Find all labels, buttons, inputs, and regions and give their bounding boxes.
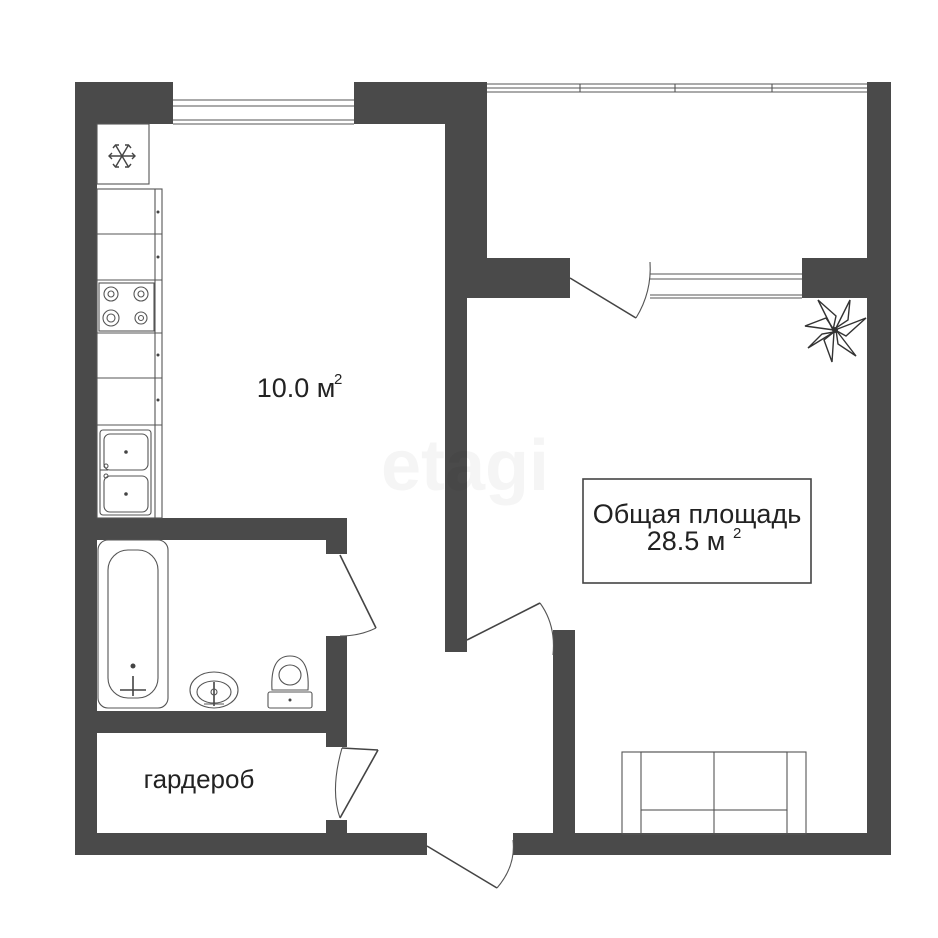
balcony-window <box>487 82 867 96</box>
bathroom-door <box>339 554 377 637</box>
kitchen-counter <box>96 188 163 519</box>
fridge-icon <box>96 123 150 185</box>
kitchen-window <box>173 82 354 125</box>
balcony-door <box>569 261 651 319</box>
kitchen-area-value: 10.0 м <box>257 373 336 403</box>
living-door <box>466 602 555 656</box>
walls <box>75 82 891 855</box>
sofa-icon <box>621 751 807 835</box>
wardrobe-room <box>97 733 326 833</box>
stove-icon <box>98 282 155 332</box>
wardrobe-label: гардероб <box>144 764 255 794</box>
entrance-door <box>426 839 514 889</box>
plant-icon <box>804 299 867 363</box>
kitchen-area-sup: 2 <box>334 371 342 388</box>
total-area-label: Общая площадь <box>593 499 802 529</box>
total-area-value: 28.5 м <box>647 526 726 556</box>
wardrobe-door <box>334 747 379 819</box>
total-area-box: Общая площадь 28.5 м 2 <box>582 478 812 584</box>
bathtub-icon <box>97 539 169 709</box>
total-area-sup: 2 <box>733 525 741 542</box>
watermark: etagi <box>381 426 549 506</box>
living-window <box>650 258 802 299</box>
toilet-icon <box>267 655 313 709</box>
sink-icon <box>99 429 152 516</box>
washbasin-icon <box>189 671 239 709</box>
